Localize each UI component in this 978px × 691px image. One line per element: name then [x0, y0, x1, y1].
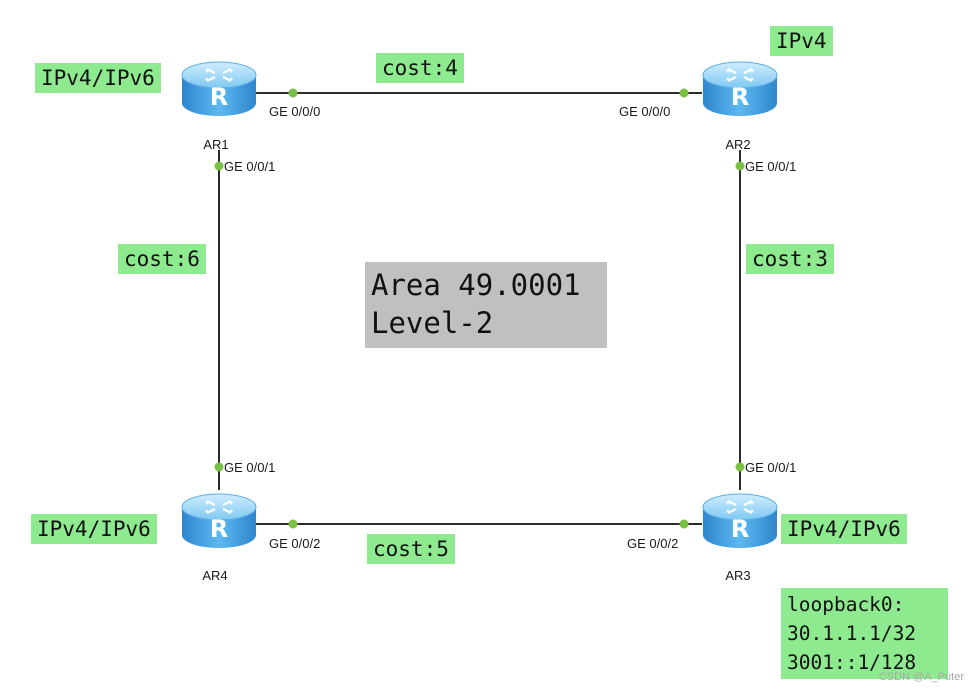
ar4-stack-label: IPv4/IPv6	[31, 514, 157, 545]
watermark: CSDN @A_Puter	[878, 671, 964, 683]
router-ar4[interactable]	[180, 492, 258, 550]
ar1-ge000-label: GE 0/0/0	[269, 104, 320, 119]
router-ar1-name: AR1	[203, 137, 228, 152]
loopback-title: loopback0:	[787, 593, 905, 616]
router-ar2-name: AR2	[725, 137, 750, 152]
router-ar3-name: AR3	[725, 568, 750, 583]
ar1-ge001-label: GE 0/0/1	[224, 159, 275, 174]
port-dot	[288, 88, 298, 98]
cost-ar3-ar4: cost:5	[367, 534, 455, 565]
ar2-stack-label: IPv4	[770, 26, 833, 57]
port-dot	[214, 462, 224, 472]
loopback-ipv6: 3001::1/128	[787, 651, 917, 674]
ar2-ge001-label: GE 0/0/1	[745, 159, 796, 174]
router-ar3[interactable]	[701, 492, 779, 550]
router-icon	[180, 60, 258, 118]
ar3-ge002-label: GE 0/0/2	[627, 536, 678, 551]
router-icon	[701, 492, 779, 550]
ar4-ge001-label: GE 0/0/1	[224, 460, 275, 475]
port-dot	[288, 519, 298, 529]
port-dot	[735, 462, 745, 472]
router-icon	[180, 492, 258, 550]
ar3-ge001-label: GE 0/0/1	[745, 460, 796, 475]
router-icon	[701, 60, 779, 118]
loopback-ipv4: 30.1.1.1/32	[787, 622, 917, 645]
port-dot	[214, 161, 224, 171]
area-level: Level-2	[371, 306, 494, 340]
area-id: Area 49.0001	[371, 268, 581, 302]
port-dot	[735, 161, 745, 171]
cost-ar4-ar1: cost:6	[118, 244, 206, 275]
router-ar2[interactable]	[701, 60, 779, 118]
port-dot	[679, 88, 689, 98]
loopback-info-box: loopback0: 30.1.1.1/32 3001::1/128	[781, 588, 948, 679]
router-ar4-name: AR4	[202, 568, 227, 583]
isis-area-box: Area 49.0001 Level-2	[365, 262, 607, 348]
ar4-ge002-label: GE 0/0/2	[269, 536, 320, 551]
ar3-stack-label: IPv4/IPv6	[781, 514, 907, 545]
ar1-stack-label: IPv4/IPv6	[35, 63, 161, 94]
router-ar1[interactable]	[180, 60, 258, 118]
ar2-ge000-label: GE 0/0/0	[619, 104, 670, 119]
cost-ar2-ar3: cost:3	[746, 244, 834, 275]
port-dot	[679, 519, 689, 529]
cost-ar1-ar2: cost:4	[376, 53, 464, 84]
